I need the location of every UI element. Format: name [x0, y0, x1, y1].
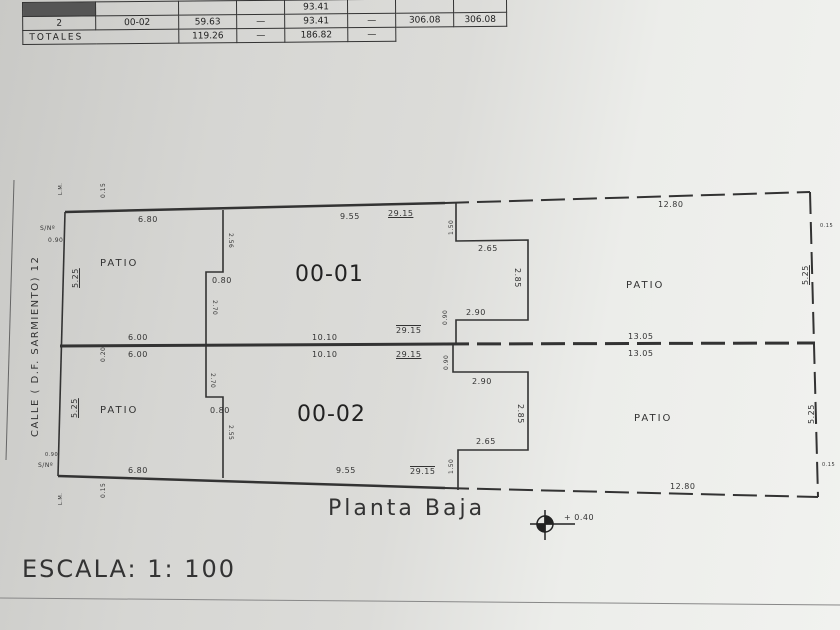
wall-top	[64, 201, 446, 214]
dim-label: 2.55	[227, 425, 234, 441]
dim-label: 6.80	[138, 215, 158, 224]
sn-label: S/Nº	[40, 225, 56, 232]
dim-label: 10.10	[312, 350, 338, 359]
dim-label: 12.80	[670, 482, 696, 491]
dim-label: 0.20	[100, 346, 107, 362]
patio-label: PATIO	[626, 280, 665, 291]
dim-label: 5.25	[70, 398, 79, 418]
plan-title: Planta Baja	[328, 496, 486, 521]
wall-lower-left	[205, 346, 224, 478]
wall-lower-right	[452, 344, 529, 490]
dim-label: 29.15	[388, 209, 414, 218]
dim-label: 0.90	[443, 354, 450, 370]
dim-label: 2.90	[466, 308, 486, 317]
dim-label: 5.25	[71, 268, 80, 288]
dim-label: 0.90	[442, 309, 449, 325]
dim-label: 2.70	[211, 300, 218, 316]
dim-label: 5.25	[71, 268, 80, 288]
patio-label: PATIO	[634, 413, 673, 424]
dim-label: 5.25	[801, 265, 810, 285]
dim-label: 2.56	[227, 233, 234, 249]
dim-label: 2.65	[476, 437, 496, 446]
dim-label: 0.90	[45, 452, 59, 458]
dim-label: 5.25	[70, 398, 79, 418]
sn-label: S/Nº	[38, 462, 54, 469]
lm-label: L.M.	[58, 182, 64, 195]
dim-label: 0.15	[100, 482, 107, 498]
dim-label: 10.10	[312, 333, 338, 342]
dim-label: 1.50	[448, 219, 455, 235]
dim-label: 13.05	[628, 332, 654, 341]
dim-label: 9.55	[340, 212, 360, 221]
dim-label: 29.15	[396, 350, 422, 359]
dim-label: 12.80	[658, 200, 684, 209]
dim-label: 2.85	[516, 404, 525, 424]
dim-label: 6.00	[128, 333, 148, 342]
dim-label: 29.15	[410, 466, 436, 476]
dim-label: 13.05	[628, 349, 654, 358]
patio-label: PATIO	[100, 405, 139, 416]
boundary-right-dashed	[809, 191, 819, 498]
dim-label: 2.65	[478, 244, 498, 253]
dim-label: 0.90	[48, 237, 64, 244]
dim-label: 29.15	[396, 325, 422, 335]
street-label: CALLE ( D.F. SARMIENTO) 12	[30, 255, 41, 437]
dim-label: 9.55	[336, 466, 356, 475]
dim-label: 5.25	[807, 404, 816, 424]
dim-label: 2.85	[513, 268, 522, 288]
wall-bottom	[57, 474, 446, 490]
wall-upper-left	[205, 210, 224, 346]
wall-left	[57, 211, 66, 477]
dim-label: 6.00	[128, 350, 148, 359]
dim-label: 6.80	[128, 466, 148, 475]
dim-label: 0.15	[820, 223, 834, 229]
unit-label-bottom: 00-02	[297, 402, 366, 427]
wall-middle	[59, 342, 446, 348]
patio-label: PATIO	[100, 258, 139, 269]
boundary-bottom-dashed	[444, 487, 819, 498]
dim-label: 1.50	[448, 458, 455, 474]
lm-label: L.M.	[58, 492, 64, 505]
wall-upper-right	[455, 203, 529, 344]
unit-label-top: 00-01	[295, 262, 364, 287]
dim-label: 0.15	[100, 182, 107, 198]
dim-label: 0.80	[210, 406, 230, 415]
dim-label: 2.70	[209, 373, 216, 389]
boundary-middle-dashed	[444, 341, 816, 346]
dim-label: 5.25	[801, 265, 810, 285]
dim-label: 5.25	[807, 404, 816, 424]
boundary-top-dashed	[444, 191, 811, 204]
level-label: + 0.40	[564, 513, 595, 522]
dim-label: 2.90	[472, 377, 492, 386]
level-marker-icon	[530, 510, 575, 540]
dim-label: 0.15	[822, 462, 836, 468]
scale-label: ESCALA: 1: 100	[22, 555, 236, 583]
dim-label: 0.80	[212, 276, 232, 285]
